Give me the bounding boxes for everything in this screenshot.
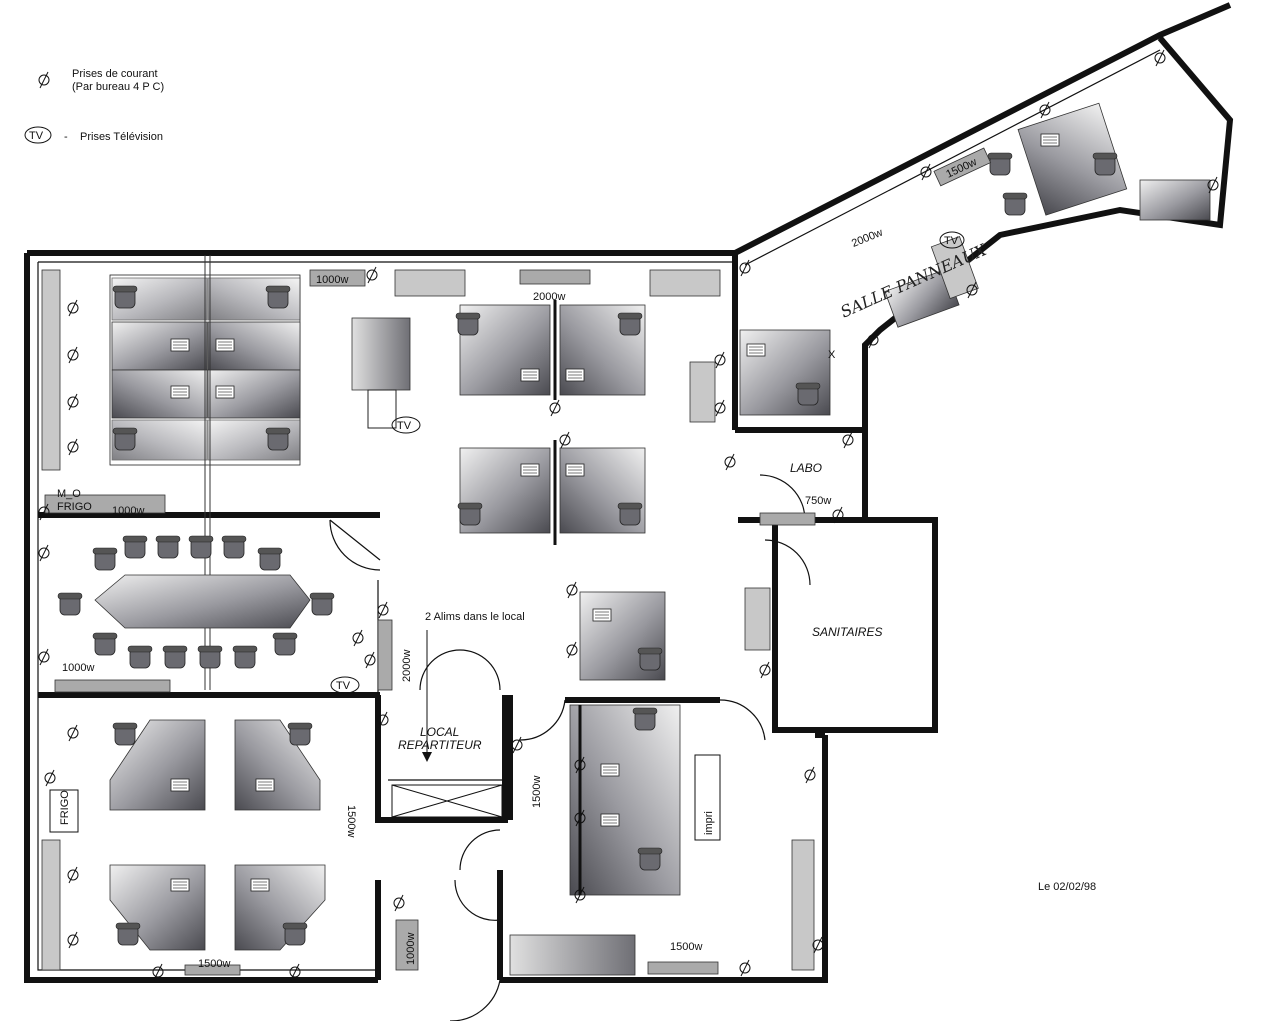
label-repartiteur: REPARTITEUR xyxy=(398,738,482,752)
legend-outlets-title: Prises de courant xyxy=(72,68,158,80)
label-tv-meeting: TV xyxy=(336,680,351,692)
desks-center-top xyxy=(455,300,646,400)
label-1500w-left-vertical: 1500w xyxy=(345,805,357,837)
label-2000w-center: 2000w xyxy=(533,291,565,303)
meeting-room: M_O FRIGO 1000w 1000w TV 2000w xyxy=(44,488,413,694)
outlet-icon xyxy=(38,71,50,89)
label-tv-east: TV xyxy=(944,235,959,247)
label-frigo-top: FRIGO xyxy=(57,501,92,513)
label-impri: impri xyxy=(703,811,715,835)
label-date: Le 02/02/98 xyxy=(1038,881,1096,893)
label-frigo-left: FRIGO xyxy=(59,790,71,825)
label-1000w-bottom-vertical: 1000w xyxy=(405,933,417,965)
walls xyxy=(24,2,1234,983)
legend-tv-label: Prises Télévision xyxy=(80,131,163,143)
label-2000w-vertical: 2000w xyxy=(401,650,413,682)
legend-tv-symbol: TV xyxy=(29,130,44,142)
label-2000w-east: 2000w xyxy=(850,227,885,250)
label-1500w-bottom-left: 1500w xyxy=(198,958,230,970)
label-1500w-mid-vertical: 1500w xyxy=(531,776,543,808)
legend: Prises de courant (Par bureau 4 P C) TV … xyxy=(24,68,164,144)
label-1000w-meeting-top: 1000w xyxy=(112,505,144,517)
label-office-x: X xyxy=(828,349,836,361)
label-local: LOCAL xyxy=(420,725,459,739)
tv-icon xyxy=(24,126,52,144)
label-tv-top: TV xyxy=(397,420,412,432)
desks-center-lower: impri xyxy=(569,591,721,896)
desks-center-bottom xyxy=(457,440,646,545)
doors xyxy=(329,474,811,1021)
legend-tv-dash: - xyxy=(64,131,68,143)
office-nw xyxy=(109,255,301,690)
label-sanitaires: SANITAIRES xyxy=(812,625,882,639)
legend-outlets-note: (Par bureau 4 P C) xyxy=(72,81,164,93)
label-1000w-meeting-left: 1000w xyxy=(62,662,94,674)
label-alims: 2 Alims dans le local xyxy=(425,611,525,623)
label-mo: M_O xyxy=(57,488,81,500)
label-1000w-top: 1000w xyxy=(316,274,348,286)
label-labo: LABO xyxy=(790,461,822,475)
label-1500w-bottom-right: 1500w xyxy=(670,941,702,953)
ne-wing: 1500w 2000w TV SALLE PANNEAUX xyxy=(838,102,1211,328)
label-750w: 750w xyxy=(805,495,831,507)
office-sw: FRIGO 1500w 1500w xyxy=(49,719,357,976)
